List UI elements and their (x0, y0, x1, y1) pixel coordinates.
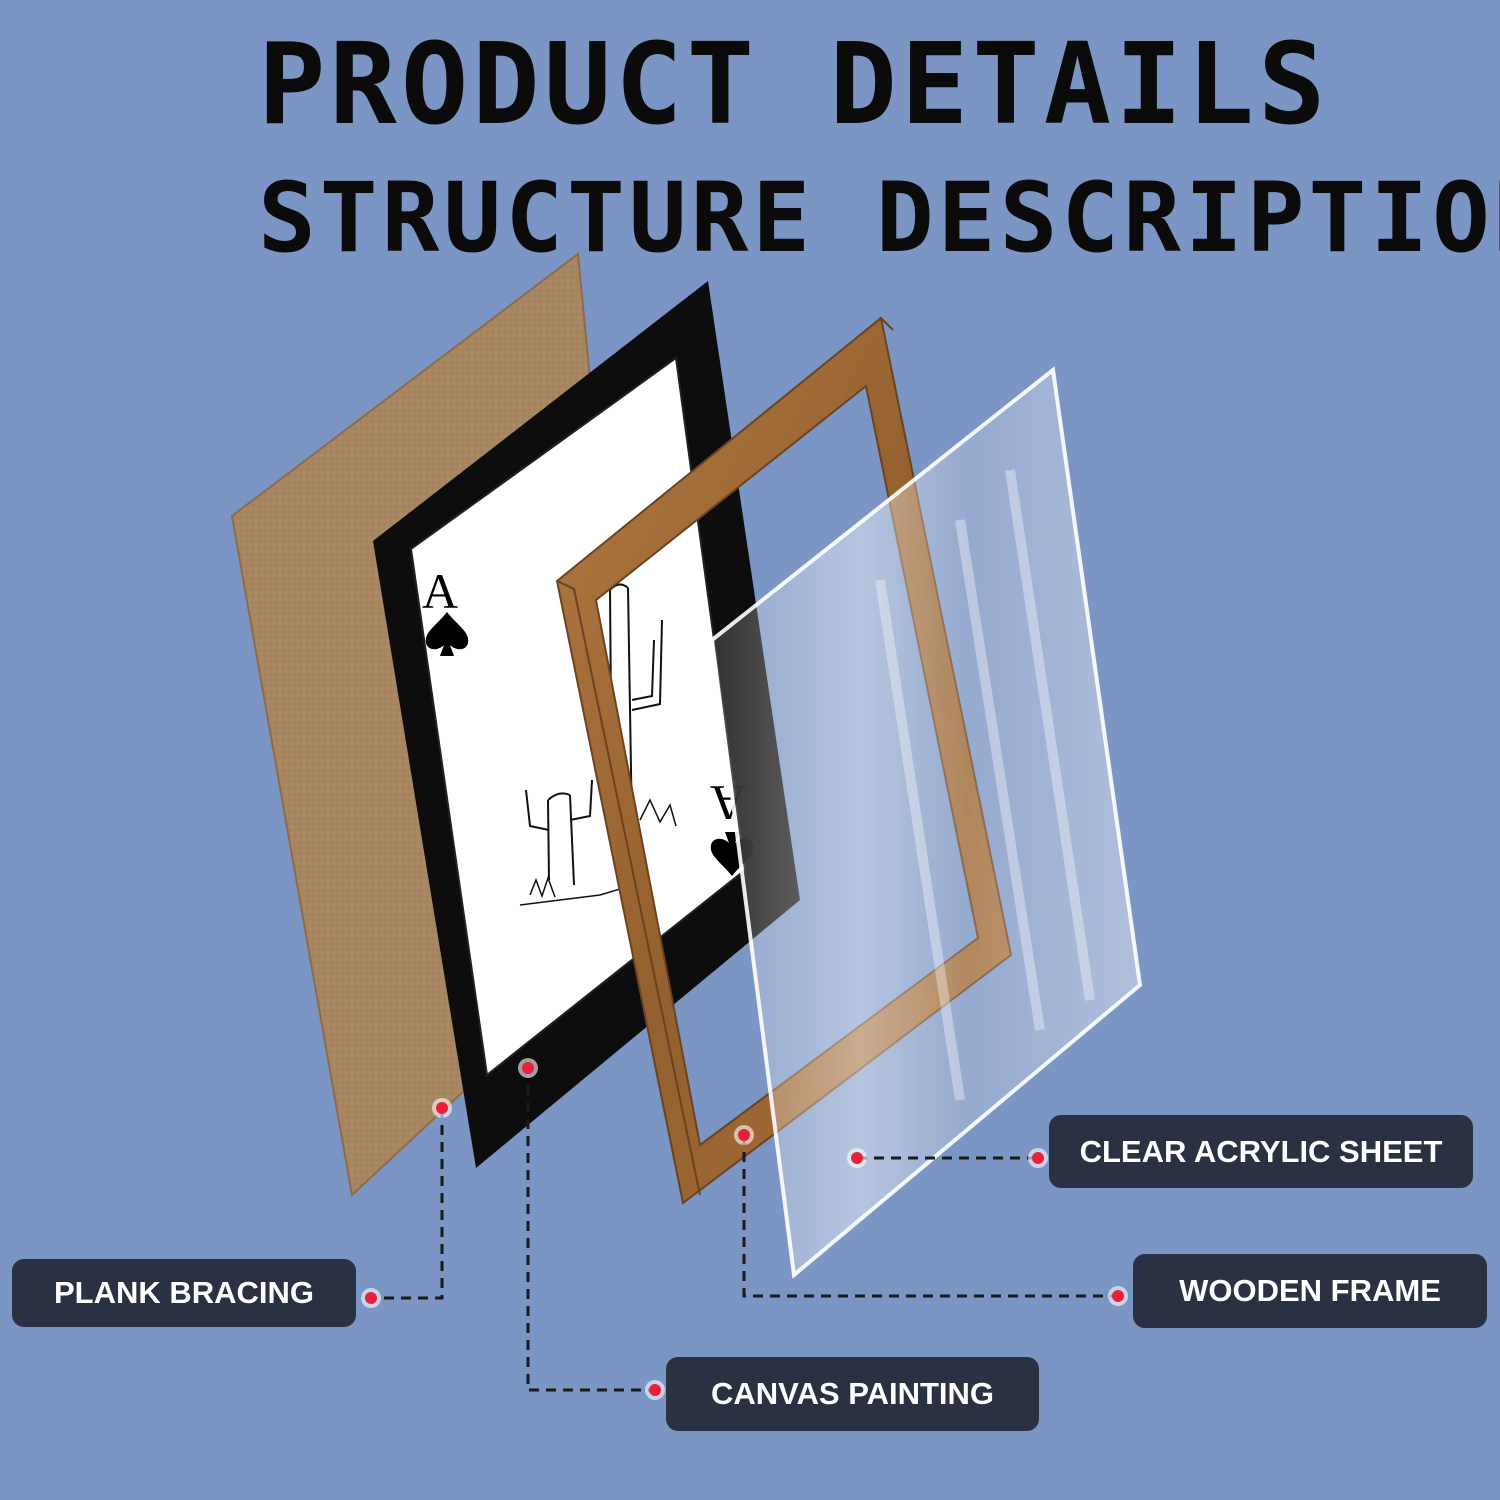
marker-frame-label (1108, 1286, 1128, 1306)
marker-plank-label (361, 1288, 381, 1308)
marker-acrylic (847, 1148, 867, 1168)
page-subtitle: STRUCTURE DESCRIPTION (258, 162, 1500, 274)
card-rank-top: A (422, 563, 458, 619)
label-wooden-frame: WOODEN FRAME (1133, 1254, 1487, 1328)
marker-frame (734, 1125, 754, 1145)
label-canvas-painting: CANVAS PAINTING (666, 1357, 1039, 1431)
marker-dots (361, 1058, 1128, 1400)
marker-canvas (518, 1058, 538, 1078)
page-title: PRODUCT DETAILS (258, 20, 1330, 150)
label-clear-acrylic-sheet: CLEAR ACRYLIC SHEET (1049, 1115, 1473, 1188)
marker-plank (432, 1098, 452, 1118)
label-plank-bracing: PLANK BRACING (12, 1259, 356, 1327)
spade-icon (425, 612, 469, 656)
clear-acrylic-sheet (709, 366, 1143, 1279)
leader-lines (371, 1068, 1118, 1392)
marker-acrylic-label (1028, 1148, 1048, 1168)
marker-canvas-label (645, 1380, 665, 1400)
